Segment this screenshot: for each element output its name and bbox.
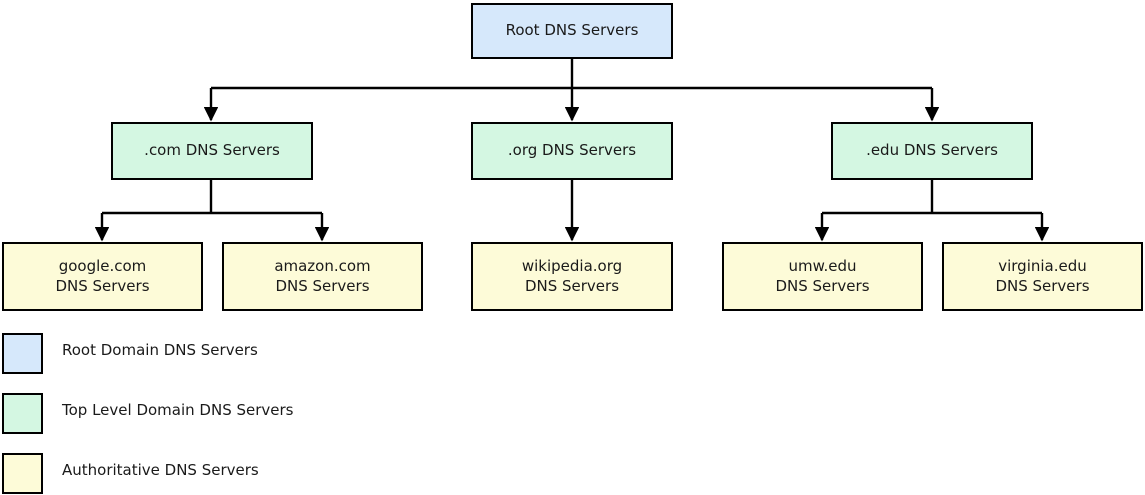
node-label: umw.edu DNS Servers: [775, 257, 870, 295]
legend-label-root-domain: Root Domain DNS Servers: [62, 341, 258, 359]
node-org-dns-servers[interactable]: .org DNS Servers: [471, 122, 673, 180]
node-root-dns-servers[interactable]: Root DNS Servers: [471, 3, 673, 59]
legend-swatch-root-domain: [2, 333, 43, 374]
node-label: .org DNS Servers: [507, 141, 637, 160]
node-label: amazon.com DNS Servers: [274, 257, 371, 295]
node-label: .edu DNS Servers: [866, 141, 998, 160]
node-com-dns-servers[interactable]: .com DNS Servers: [111, 122, 313, 180]
legend-label-top-level-domain: Top Level Domain DNS Servers: [62, 401, 294, 419]
node-amazon-com-dns-servers[interactable]: amazon.com DNS Servers: [222, 242, 423, 311]
node-wikipedia-org-dns-servers[interactable]: wikipedia.org DNS Servers: [471, 242, 673, 311]
node-edu-dns-servers[interactable]: .edu DNS Servers: [831, 122, 1033, 180]
node-label: .com DNS Servers: [144, 141, 280, 160]
node-virginia-edu-dns-servers[interactable]: virginia.edu DNS Servers: [942, 242, 1143, 311]
node-label: google.com DNS Servers: [55, 257, 150, 295]
node-label: Root DNS Servers: [505, 21, 639, 40]
node-label: wikipedia.org DNS Servers: [521, 257, 623, 295]
node-google-com-dns-servers[interactable]: google.com DNS Servers: [2, 242, 203, 311]
node-label: virginia.edu DNS Servers: [995, 257, 1090, 295]
legend-label-authoritative: Authoritative DNS Servers: [62, 461, 259, 479]
legend-swatch-top-level-domain: [2, 393, 43, 434]
node-umw-edu-dns-servers[interactable]: umw.edu DNS Servers: [722, 242, 923, 311]
legend-swatch-authoritative: [2, 453, 43, 494]
